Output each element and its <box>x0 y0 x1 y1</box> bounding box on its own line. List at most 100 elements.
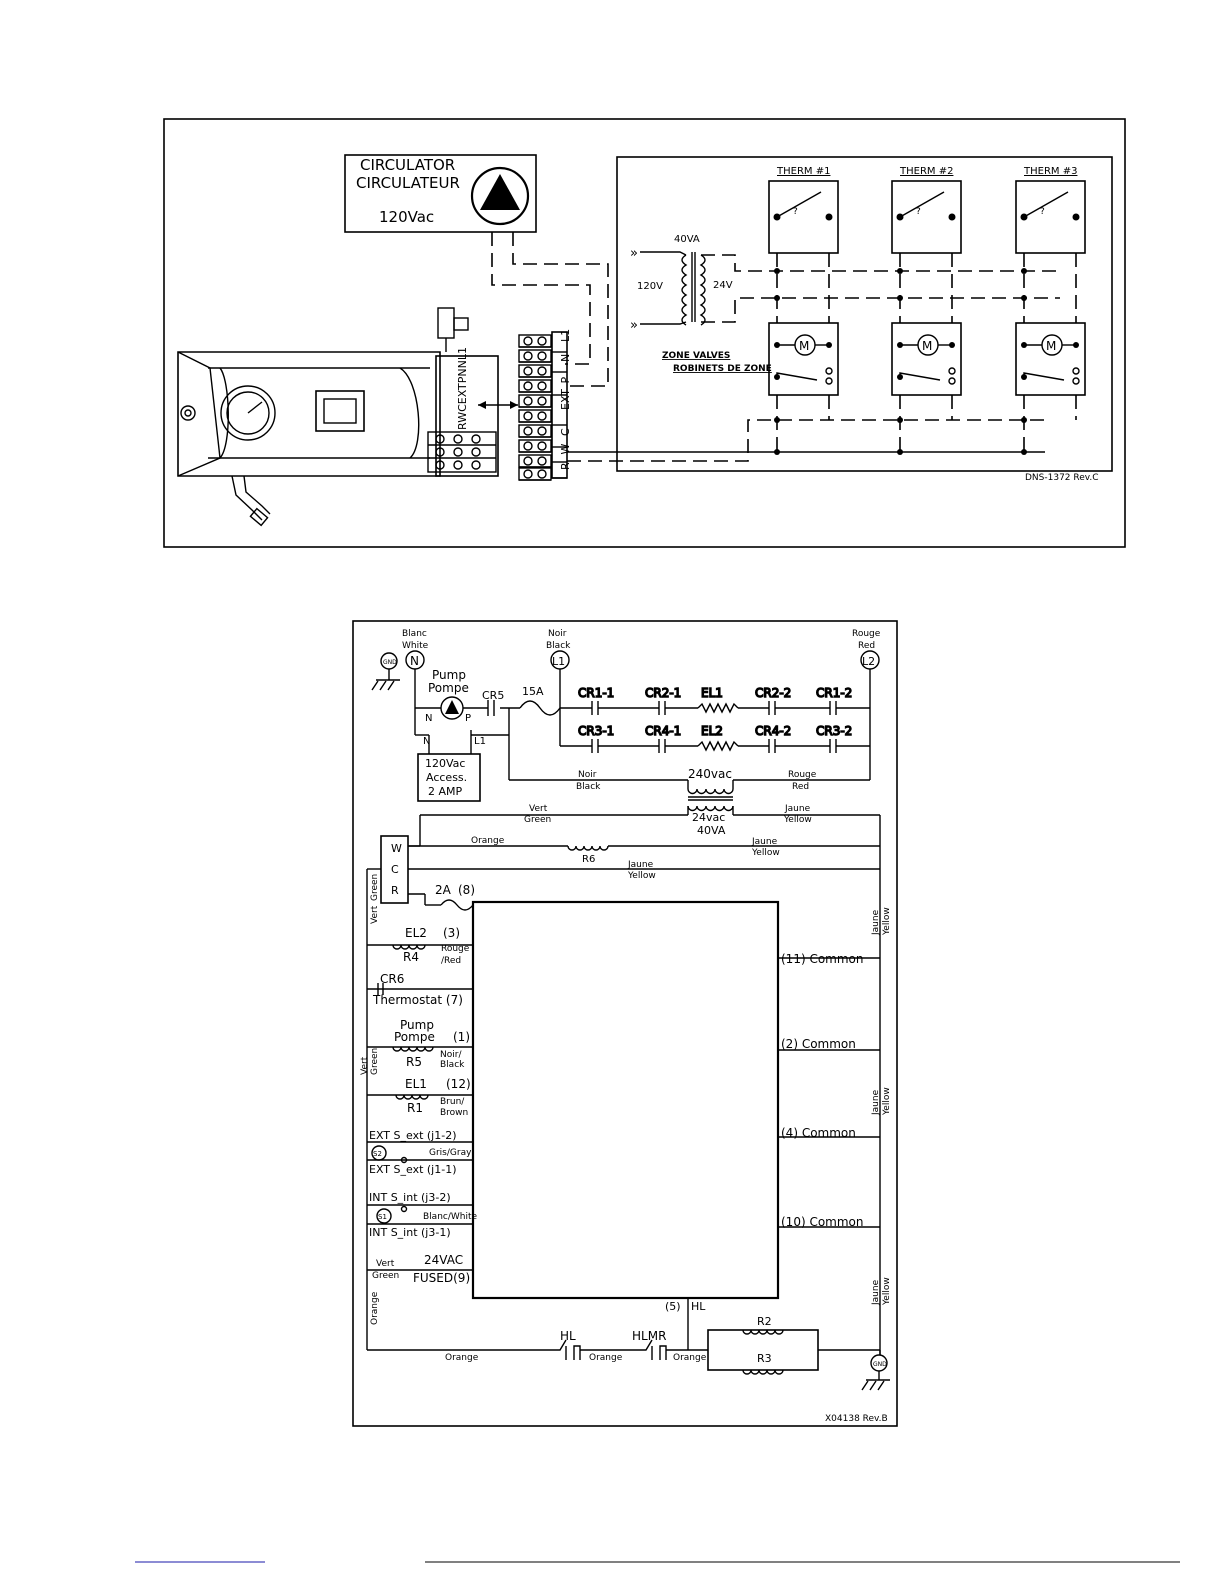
wire-vert-left-1: Vert <box>370 905 380 924</box>
wire-green-24: Green <box>372 1271 399 1281</box>
zone-3: THERM #3?M <box>1015 166 1086 455</box>
24vac-label: 24VAC <box>424 1253 463 1267</box>
wcr-terminal-block <box>380 835 409 904</box>
tx-rating: 40VA <box>697 824 726 837</box>
contact-label: CR2-2 <box>755 686 791 700</box>
contact-label: EL2 <box>701 724 723 738</box>
contact-label: CR2-1 <box>645 686 681 700</box>
hl-num: (5) <box>665 1300 681 1313</box>
access-text: Access. <box>426 771 467 784</box>
pump-coil-num: (1) <box>453 1030 470 1044</box>
terminal-screw-icon <box>537 456 547 466</box>
r5-label: R5 <box>406 1055 422 1069</box>
fuse-15a-label: 15A <box>522 685 544 698</box>
r3-coil <box>742 1369 784 1375</box>
sensor-s1-icon <box>376 1208 392 1224</box>
thermostat-label: THERM #3 <box>1023 166 1077 177</box>
terminal-screw-icon <box>537 426 547 436</box>
terminal-screw-icon <box>537 441 547 451</box>
top-frame <box>163 118 1126 548</box>
wire-vert: Vert <box>529 804 548 814</box>
terminal-screw-icon <box>537 336 547 346</box>
contact-label: CR1-2 <box>816 686 852 700</box>
el1-num: (12) <box>446 1077 471 1091</box>
pump-n: N <box>425 713 432 724</box>
wire-jaune-right-2: Jaune <box>871 1089 881 1116</box>
wire-jaune-right-3: Jaune <box>871 1279 881 1306</box>
terminal-screw-icon <box>537 469 547 479</box>
circulator-voltage: 120Vac <box>379 208 434 226</box>
hl-switch-icon <box>550 1339 581 1360</box>
terminal-screw-icon <box>523 396 533 406</box>
r3-label: R3 <box>757 1352 772 1365</box>
brun-label: Brun/ <box>440 1097 465 1107</box>
int-sensor-j3-2: INT S_int (j3-2) <box>369 1191 451 1204</box>
black-label: Black <box>440 1060 465 1070</box>
zone-valve-box <box>891 322 962 396</box>
wire-green-left-2: Green <box>370 1048 380 1075</box>
fuse-2a-num: (8) <box>458 883 475 897</box>
terminal-screw-icon <box>523 441 533 451</box>
heating-element-icon <box>697 740 739 752</box>
contact-label: CR4-1 <box>645 724 681 738</box>
hl-label: HL <box>691 1300 706 1313</box>
wire-jaune-3: Jaune <box>627 860 654 870</box>
hl-switch-label: HL <box>560 1329 576 1343</box>
wcr-c: C <box>391 863 399 876</box>
black-fr: Noir <box>548 629 567 639</box>
terminal-l2-label: L2 <box>862 655 875 668</box>
tx-secondary-coil <box>687 805 734 812</box>
pressure-gauge-icon <box>220 385 276 441</box>
terminal-screw-icon <box>537 411 547 421</box>
thermostat-bimetal-icon: ? <box>793 207 798 217</box>
white-en: White <box>402 641 429 651</box>
terminal-label: P <box>559 377 572 384</box>
ext-sensor-j1-2: EXT S_ext (j1-2) <box>369 1129 457 1142</box>
access-n: N <box>423 736 430 747</box>
thermostat-box <box>768 180 839 254</box>
black-en: Black <box>546 641 571 651</box>
pump-coil-label: Pump <box>400 1018 434 1032</box>
pump-p: P <box>465 713 471 724</box>
wire-orange-bottom-2: Orange <box>589 1353 623 1363</box>
boiler: RWCEXTPNNL1 <box>177 307 499 527</box>
thermostat-box <box>1015 180 1086 254</box>
s2-label: S2 <box>373 1150 382 1158</box>
fuse-2a-label: 2A <box>435 883 452 897</box>
terminal-screw-icon <box>537 366 547 376</box>
pump-coil <box>392 1046 434 1052</box>
contact-label: CR1-1 <box>578 686 614 700</box>
tx-primary-coil <box>687 788 734 795</box>
red-label: /Red <box>441 956 461 966</box>
common-10: (10) Common <box>781 1215 864 1229</box>
endswitch-icon <box>899 372 941 381</box>
wire-yellow-3: Yellow <box>627 871 656 881</box>
el2-num: (3) <box>443 926 460 940</box>
wire-red: Red <box>792 782 809 792</box>
noir-label: Noir/ <box>440 1050 462 1060</box>
pump-coil-label-fr: Pompe <box>394 1030 435 1044</box>
contact-label: CR4-2 <box>755 724 791 738</box>
s1-label: S1 <box>378 1213 387 1221</box>
contact-label: CR3-1 <box>578 724 614 738</box>
terminal-label: N <box>559 354 572 362</box>
common-11: (11) Common <box>781 952 864 966</box>
terminal-screw-icon <box>537 381 547 391</box>
ground-left: GND <box>371 652 400 691</box>
drain-valve-icon <box>231 475 263 521</box>
endswitch-icon <box>776 372 818 381</box>
wire-vert-left-2: Vert <box>360 1056 370 1075</box>
transformer-rating: 40VA <box>674 234 700 245</box>
wire-orange-bottom-3: Orange <box>673 1353 707 1363</box>
thermostat-label: Thermostat (7) <box>372 993 463 1007</box>
display-icon <box>315 390 365 432</box>
wire-yellow-right-2: Yellow <box>882 1087 892 1116</box>
terminal-screw-icon <box>523 426 533 436</box>
access-amp: 2 AMP <box>428 785 463 798</box>
zone-valve-box <box>1015 322 1086 396</box>
terminal-screw-icon <box>523 456 533 466</box>
r2-label: R2 <box>757 1315 772 1328</box>
common-2: (2) Common <box>781 1037 856 1051</box>
access-box <box>417 753 481 802</box>
